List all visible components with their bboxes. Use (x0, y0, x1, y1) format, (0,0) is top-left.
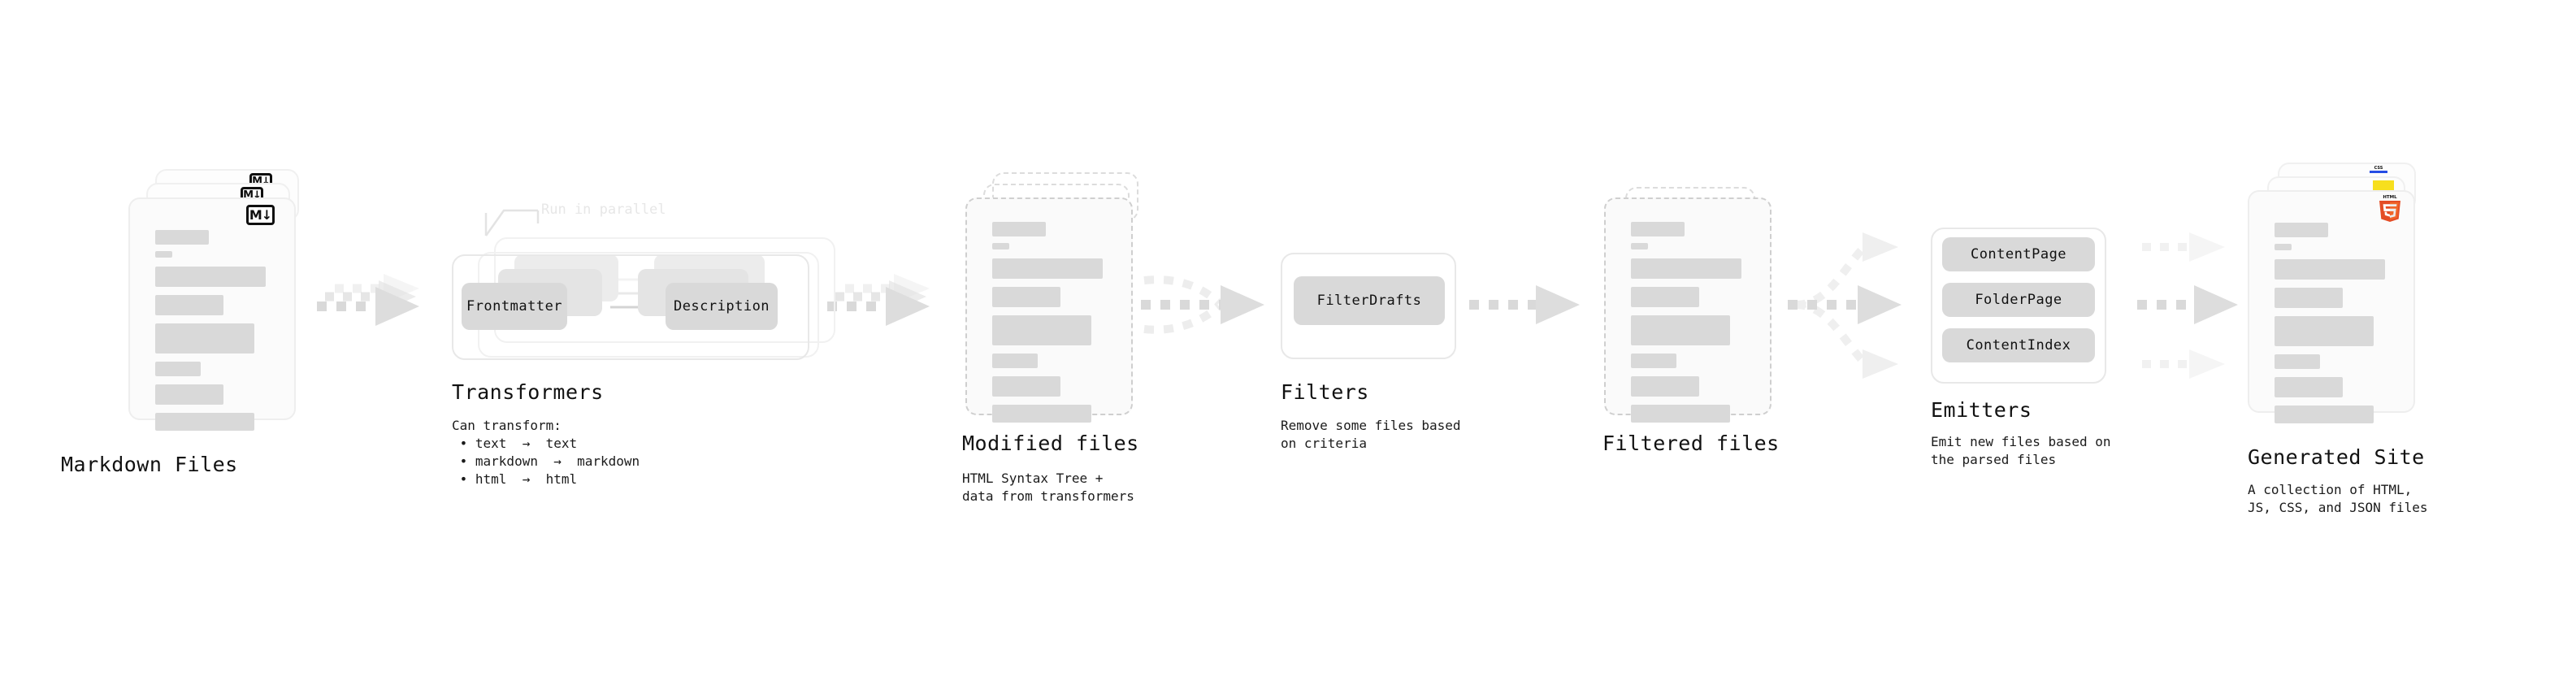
filter-pill-filterdrafts[interactable]: FilterDrafts (1294, 276, 1445, 325)
skeleton-line (2275, 406, 2374, 423)
skeleton-subtitle (155, 251, 172, 258)
skeleton-line (155, 295, 223, 315)
skeleton-line (2275, 259, 2385, 280)
css3-badge-label: CSS (2374, 166, 2383, 171)
transformer-pill-frontmatter[interactable]: Frontmatter (462, 283, 567, 330)
stage-description-filters: Remove some files based on criteria (1281, 418, 1461, 451)
stage-description-generated-site: A collection of HTML, JS, CSS, and JSON … (2248, 482, 2428, 515)
skeleton-line (992, 315, 1091, 345)
skeleton-line (1631, 287, 1699, 307)
skeleton-line (155, 413, 254, 431)
skeleton-line (155, 323, 254, 354)
skeleton-line (2275, 377, 2343, 397)
skeleton-subtitle (992, 243, 1009, 249)
skeleton-line (992, 376, 1060, 397)
css3-badge-bar (2370, 171, 2387, 173)
arrow-emitters-to-site (2137, 232, 2238, 379)
skeleton-line (155, 384, 223, 405)
arrow-transformers-to-modified (827, 274, 930, 326)
arrow-filters-to-filtered (1469, 285, 1580, 324)
skeleton-line (1631, 258, 1741, 279)
skeleton-subtitle (1631, 243, 1648, 249)
arrow-filtered-to-emitters (1788, 232, 1902, 379)
emitter-pill-folderpage[interactable]: FolderPage (1942, 283, 2095, 317)
filtered-file-card (1604, 197, 1772, 423)
skeleton-line (1631, 405, 1730, 423)
skeleton-line (1631, 354, 1676, 368)
skeleton-line (1631, 315, 1730, 345)
skeleton-line (2275, 316, 2374, 346)
emitter-pill-contentpage[interactable]: ContentPage (1942, 237, 2095, 271)
run-in-parallel-leader (484, 209, 540, 236)
skeleton-line (992, 258, 1103, 279)
stage-title-generated-site: Generated Site (2248, 445, 2425, 469)
skeleton-title (992, 222, 1046, 236)
skeleton-line (155, 362, 201, 376)
stage-title-modified-files: Modified files (962, 432, 1139, 455)
skeleton-title (155, 230, 209, 245)
run-in-parallel-annotation: Run in parallel (541, 202, 666, 218)
markdown-badge: M↓ (246, 205, 275, 225)
skeleton-subtitle (2275, 244, 2292, 250)
skeleton-line (2275, 354, 2320, 369)
css3-badge: CSS (2370, 165, 2387, 173)
skeleton-line (1631, 376, 1699, 397)
modified-file-card (965, 197, 1133, 423)
transformer-group-box (452, 254, 809, 360)
skeleton-line (992, 354, 1038, 368)
stage-title-transformers: Transformers (452, 380, 604, 404)
stage-description-emitters: Emit new files based on the parsed files (1931, 434, 2111, 467)
skeleton-title (2275, 223, 2328, 237)
generated-file-card (2248, 190, 2415, 423)
stage-description-transformers: Can transform: • text → text • markdown … (452, 418, 640, 487)
stage-title-emitters: Emitters (1931, 398, 2032, 422)
stage-description-modified-files: HTML Syntax Tree + data from transformer… (962, 471, 1134, 504)
arrow-markdown-to-transformers (317, 274, 419, 326)
skeleton-line (992, 287, 1060, 307)
arrow-modified-to-filters (1141, 275, 1264, 334)
skeleton-line (2275, 288, 2343, 308)
skeleton-line (155, 267, 266, 287)
html5-badge: HTML (2377, 193, 2403, 223)
markdown-file-card (128, 197, 296, 431)
skeleton-title (1631, 222, 1685, 236)
transformer-pill-description[interactable]: Description (666, 283, 778, 330)
svg-text:HTML: HTML (2383, 195, 2397, 200)
stage-title-markdown-files: Markdown Files (61, 453, 238, 476)
stage-title-filtered-files: Filtered files (1602, 432, 1780, 455)
emitter-pill-contentindex[interactable]: ContentIndex (1942, 328, 2095, 362)
skeleton-line (992, 405, 1091, 423)
stage-title-filters: Filters (1281, 380, 1369, 404)
